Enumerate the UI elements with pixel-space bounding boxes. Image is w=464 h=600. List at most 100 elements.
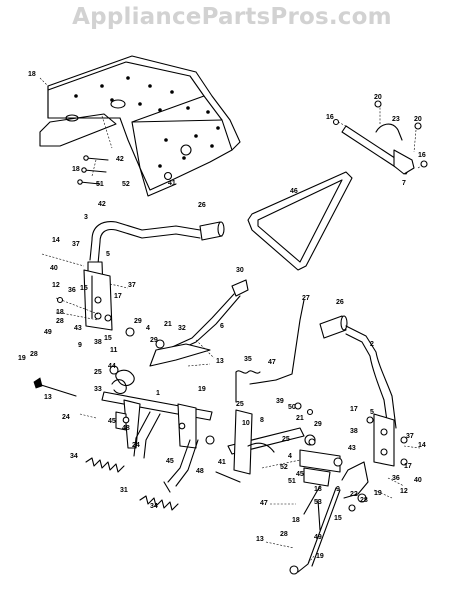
callout: 45: [108, 418, 116, 425]
callout: 41: [218, 459, 226, 466]
callout: 47: [268, 359, 276, 366]
callout: 14: [418, 442, 426, 449]
callout: 13: [216, 358, 224, 365]
callout: 46: [290, 188, 298, 195]
callout: 20: [374, 94, 382, 101]
callout: 42: [116, 156, 124, 163]
callout: 50: [288, 404, 296, 411]
callout: 25: [282, 436, 290, 443]
callout: 28: [280, 531, 288, 538]
callout: 37: [128, 282, 136, 289]
watermark: AppliancePartsPros.com: [72, 4, 392, 30]
callout: 1: [156, 390, 160, 397]
callout: 21: [164, 321, 172, 328]
callout: 34: [70, 453, 78, 460]
callout: 29: [314, 421, 322, 428]
callout: 18: [292, 517, 300, 524]
callout: 36: [68, 287, 76, 294]
callout: 38: [94, 339, 102, 346]
callout: 19: [18, 355, 26, 362]
callout: 47: [260, 500, 268, 507]
part-callouts: 18 20 16 23 20 16 7 42 18 51 52 41 42 46…: [18, 71, 426, 560]
callout: 28: [56, 318, 64, 325]
callout: 26: [336, 299, 344, 306]
center-rods: [235, 299, 305, 403]
brake-rod: [332, 100, 428, 175]
callout: 45: [296, 471, 304, 478]
callout: 9: [336, 486, 340, 493]
callout: 5: [370, 409, 374, 416]
callout: 21: [296, 415, 304, 422]
callout: 12: [400, 488, 408, 495]
callout: 48: [196, 468, 204, 475]
callout: 25: [94, 369, 102, 376]
fasteners: [33, 253, 421, 575]
callout: 15: [80, 285, 88, 292]
callout: 51: [288, 478, 296, 485]
callout: 3: [84, 214, 88, 221]
callout: 43: [74, 325, 82, 332]
callout: 16: [418, 152, 426, 159]
callout: 37: [72, 241, 80, 248]
callout: 5: [106, 251, 110, 258]
callout: 20: [414, 116, 422, 123]
callout: 25: [236, 401, 244, 408]
callout: 43: [348, 445, 356, 452]
springs: [85, 457, 241, 511]
callout: 12: [52, 282, 60, 289]
callout: 15: [334, 515, 342, 522]
callout: 18: [28, 71, 36, 78]
callout: 31: [120, 487, 128, 494]
callout: 4: [288, 453, 292, 460]
callout: 53: [314, 499, 322, 506]
callout: 42: [98, 201, 106, 208]
callout: 15: [104, 335, 112, 342]
callout: 32: [178, 325, 186, 332]
callout: 40: [414, 477, 422, 484]
callout: 35: [244, 356, 252, 363]
callout: 44: [108, 363, 116, 370]
callout: 34: [150, 503, 158, 510]
callout: 52: [122, 181, 130, 188]
cross-shaft: [227, 409, 369, 573]
callout: 6: [220, 323, 224, 330]
callout: 51: [96, 181, 104, 188]
callout: 17: [350, 406, 358, 413]
callout: 18: [56, 309, 64, 316]
right-lever: [319, 315, 397, 467]
callout: 13: [44, 394, 52, 401]
main-shaft: [101, 343, 213, 487]
callout: 29: [150, 337, 158, 344]
callout: 19: [374, 490, 382, 497]
pedal-bar: [247, 171, 353, 271]
frame-panel: [39, 55, 241, 197]
callout: 7: [402, 180, 406, 187]
callout: 18: [72, 166, 80, 173]
callout: 52: [280, 464, 288, 471]
callout: 14: [52, 237, 60, 244]
callout: 22: [350, 491, 358, 498]
callout: 26: [198, 202, 206, 209]
callout: 4: [146, 325, 150, 332]
callout: 19: [316, 553, 324, 560]
callout: 33: [94, 386, 102, 393]
callout: 45: [166, 458, 174, 465]
callout: 17: [114, 293, 122, 300]
callout: 17: [404, 463, 412, 470]
callout: 11: [110, 347, 118, 354]
callout: 27: [302, 295, 310, 302]
callout: 8: [260, 417, 264, 424]
left-lever: [83, 221, 225, 331]
callout: 41: [168, 180, 176, 187]
callout: 39: [276, 398, 284, 405]
callout: 36: [392, 475, 400, 482]
callout: 48: [122, 425, 130, 432]
callout: 30: [236, 267, 244, 274]
callout: 40: [50, 265, 58, 272]
callout: 29: [134, 318, 142, 325]
callout: 2: [370, 341, 374, 348]
callout: 37: [406, 433, 414, 440]
callout: 16: [326, 114, 334, 121]
